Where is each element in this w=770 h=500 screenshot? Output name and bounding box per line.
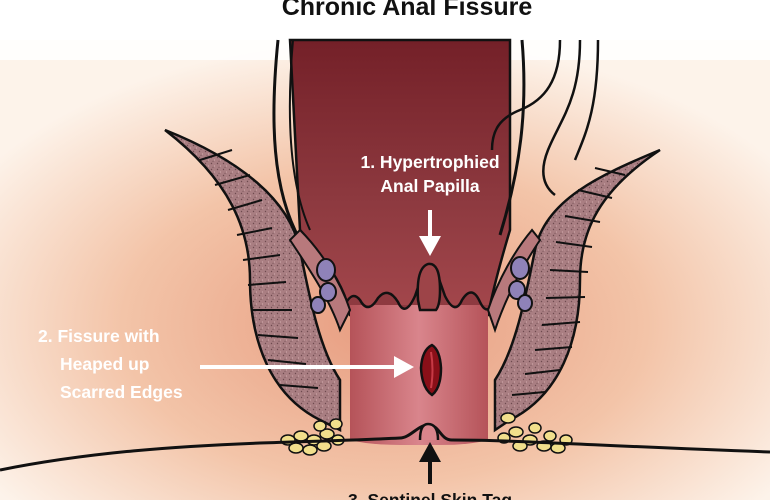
label-fissure-line3: Scarred Edges	[60, 382, 183, 402]
perianal-skin-line	[0, 423, 770, 472]
arrow-papilla	[419, 210, 441, 256]
rectal-wall-left	[272, 39, 302, 241]
rectal-wall-right	[498, 39, 526, 236]
right-sphincter-rings	[511, 167, 626, 396]
right-sphincter-outer	[493, 148, 661, 433]
label-papilla-line1: 1. Hypertrophied	[360, 152, 499, 172]
label-fissure-line1: 2. Fissure with	[38, 326, 160, 346]
fissure-highlight	[430, 351, 434, 389]
right-vessels	[508, 256, 533, 312]
rectal-wall-right-fold3	[573, 39, 600, 161]
left-fat-lobules	[280, 418, 345, 456]
rectal-wall-right-fold	[490, 39, 562, 151]
rectal-wall-left-inner	[288, 39, 311, 231]
label-papilla-line2: Anal Papilla	[380, 176, 479, 196]
rectal-wall-right-fold2	[542, 39, 582, 196]
arrow-skin-tag	[419, 442, 441, 484]
left-internal-sphincter	[288, 228, 352, 333]
left-vessels	[310, 258, 337, 314]
diagram-title: Chronic Anal Fissure	[282, 0, 533, 21]
hypertrophied-papilla	[416, 262, 442, 312]
anal-canal	[350, 305, 488, 445]
fissure	[419, 343, 443, 397]
label-skin-tag: 3. Sentinel Skin Tag	[348, 490, 512, 500]
sentinel-skin-tag	[418, 422, 440, 441]
left-sphincter-rings	[199, 149, 319, 389]
label-fissure-line2: Heaped up	[60, 354, 149, 374]
arrow-fissure	[200, 356, 414, 378]
